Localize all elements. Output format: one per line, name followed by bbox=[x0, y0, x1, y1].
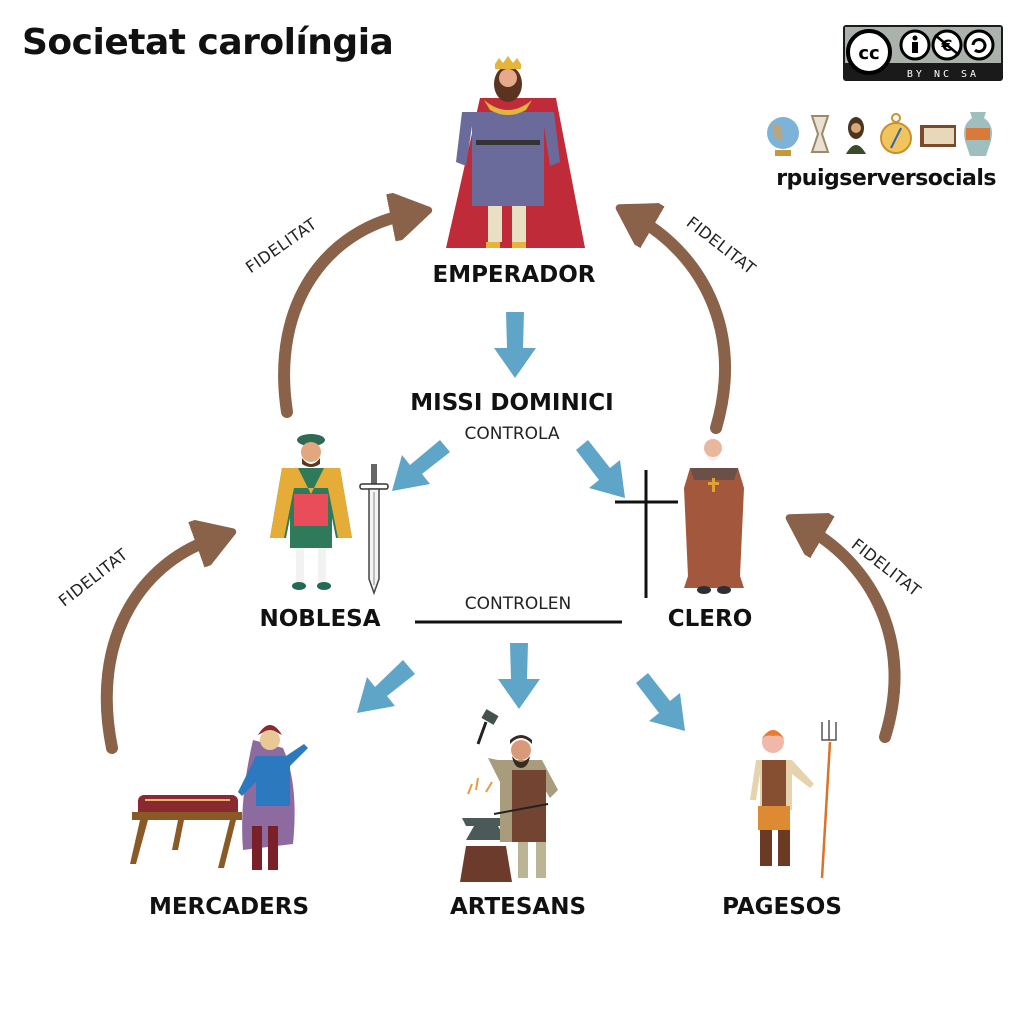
node-emperador: EMPERADOR bbox=[432, 262, 596, 288]
cross-icon bbox=[615, 470, 678, 598]
loyalty-arrow-pagesos-to-clero bbox=[810, 530, 901, 743]
loyalty-arrow-mercaders-to-noblesa bbox=[100, 540, 210, 754]
cc-terms-text: BY NC SA bbox=[907, 69, 979, 80]
control-arrow-lords-to-pagesos bbox=[636, 673, 685, 731]
page-title: Societat carolíngia bbox=[22, 22, 394, 63]
cc-license-badge[interactable]: cc € BY NC SA bbox=[843, 25, 1003, 81]
control-arrow-lords-to-artesans bbox=[498, 643, 540, 709]
node-artesans: ARTESANS bbox=[449, 894, 587, 920]
svg-text:cc: cc bbox=[858, 43, 879, 64]
merchant-figure bbox=[130, 725, 308, 870]
node-clero: CLERO bbox=[667, 606, 753, 632]
label-controlen: CONTROLEN bbox=[464, 594, 572, 614]
nc-noncommercial-icon: € bbox=[931, 29, 963, 61]
sword-icon bbox=[359, 464, 389, 596]
control-arrow-missi-to-noblesa bbox=[392, 440, 450, 491]
node-noblesa: NOBLESA bbox=[259, 606, 381, 632]
loyalty-arrow-clero-to-emperador bbox=[640, 220, 731, 434]
control-arrow-emperador-to-missi bbox=[494, 312, 536, 378]
loyalty-arrow-noblesa-to-emperador bbox=[278, 215, 405, 418]
node-pagesos: PAGESOS bbox=[722, 894, 842, 920]
artisan-figure bbox=[460, 709, 558, 882]
control-arrow-missi-to-clero bbox=[576, 440, 625, 498]
brand-name: rpuigserversocials bbox=[776, 166, 996, 191]
cc-icon: cc bbox=[846, 29, 892, 75]
peasant-figure bbox=[750, 720, 837, 879]
by-attribution-icon bbox=[899, 29, 931, 61]
label-controla: CONTROLA bbox=[464, 424, 560, 444]
node-missi-dominici: MISSI DOMINICI bbox=[410, 390, 614, 416]
sa-sharealike-icon bbox=[963, 29, 995, 61]
node-mercaders: MERCADERS bbox=[148, 894, 310, 920]
emperor-figure bbox=[446, 56, 585, 248]
control-arrow-lords-to-mercaders bbox=[357, 660, 415, 713]
noble-figure bbox=[270, 434, 352, 590]
clergy-figure bbox=[684, 439, 744, 594]
